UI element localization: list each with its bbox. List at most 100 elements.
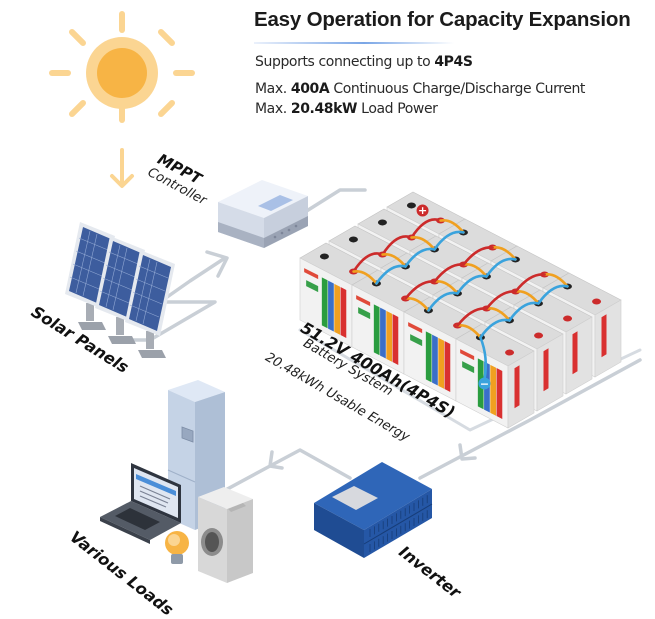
cable-series-link [485,306,511,322]
battery-label-stripe [432,334,438,386]
battery-label-stripe [386,310,393,362]
battery-label-stripe [373,304,380,356]
battery-label-text [410,334,423,347]
battery-logo [460,349,475,361]
spec-text: Supports connecting up to [255,54,435,70]
light-bulb-icon [165,531,189,564]
cable-positive [410,218,442,239]
battery-pack-icon: +− [299,191,622,429]
terminal-negative [319,253,329,260]
cable-series-link [439,218,465,234]
battery-logo [408,322,423,334]
cable-series-link [462,262,488,278]
mppt-controller-icon [218,180,308,248]
battery-side-stripe [514,365,520,409]
terminal-negative [406,202,416,209]
battery-label-text [462,361,475,374]
cable-negative [485,257,517,278]
solar-panel [125,250,175,358]
connector-battery-arrow [458,443,477,461]
cable-negative-main [479,336,488,381]
inverter-icon [314,462,433,558]
positive-symbol: + [418,204,427,217]
negative-terminal-icon: − [478,377,491,390]
cable-positive [404,280,436,300]
cable-negative [433,230,465,251]
cable-negative [404,247,436,268]
battery-logo [304,268,319,280]
spec-value: 4P4S [434,54,473,70]
spec-text: Max. [255,101,291,117]
spec-value: 400A [290,81,330,97]
battery-side-stripe [601,314,607,358]
connector-loads-arrow [268,450,284,470]
positive-marker [416,204,429,217]
page-title: Easy Operation for Capacity Expansion [254,8,631,31]
cable-positive [514,273,546,293]
cable-negative [479,318,511,339]
battery-cables [352,218,569,381]
laptop-icon [100,463,181,544]
cable-series-link [381,252,407,268]
spec-value: 20.48kW [290,101,358,117]
negative-symbol: − [480,377,489,390]
battery-label-text [306,280,319,293]
cable-negative [508,301,540,322]
terminal-negative [377,219,387,226]
battery-label-stripe [380,307,386,359]
cable-negative [427,291,459,312]
cable-series-link [410,235,436,251]
battery-label-stripe [321,277,328,329]
terminal-positive [505,349,515,356]
battery-cell [299,242,379,348]
negative-marker [478,377,491,390]
cable-positive [381,235,413,256]
cable-series-link [543,272,569,288]
battery-label-stripe [425,331,432,383]
washing-machine-icon [198,487,253,583]
spec-text: Load Power [357,101,438,117]
connector-mppt-to-battery [303,188,367,214]
spec-text: Continuous Charge/Discharge Current [329,81,586,97]
spec-line-3: Max. 20.48kW Load Power [255,101,438,117]
battery-label-stripe [334,283,341,335]
battery-side-stripe [572,331,578,375]
terminal-positive [592,298,602,305]
sun-icon [49,11,195,123]
cable-series-link [433,279,459,295]
spec-text: Max. [255,81,291,97]
battery-label-stripe [496,368,503,420]
cable-positive [352,252,384,273]
cable-positive [462,246,494,266]
cable-negative [537,284,569,305]
connector-solar-arrow [205,250,229,278]
terminal-positive [563,315,573,322]
battery-label-stripe [392,314,399,366]
cable-series-link [491,245,517,261]
battery-side-stripe [543,348,549,392]
battery-label-stripe [328,280,334,332]
cable-series-link [352,269,378,285]
terminal-positive [534,332,544,339]
battery-label-stripe [444,341,451,393]
cable-negative [456,274,488,295]
cable-series-link [404,296,430,312]
spec-line-2: Max. 400A Continuous Charge/Discharge Cu… [255,81,585,97]
cable-series-link [456,323,482,339]
positive-terminal-icon: + [416,204,429,217]
cable-positive [456,307,488,327]
spec-line-1: Supports connecting up to 4P4S [255,54,473,70]
battery-label-stripe [438,337,445,389]
cable-positive [485,290,517,310]
connector-battery-to-inverter [418,358,642,480]
title-underline [254,42,454,44]
terminal-negative [348,236,358,243]
cable-series-link [514,289,540,305]
battery-label-text [358,307,371,320]
battery-logo [356,295,371,307]
solar-panels-icon [65,222,175,358]
cable-positive [433,263,465,283]
cable-negative [375,264,407,285]
arrow-down-icon [110,148,134,188]
